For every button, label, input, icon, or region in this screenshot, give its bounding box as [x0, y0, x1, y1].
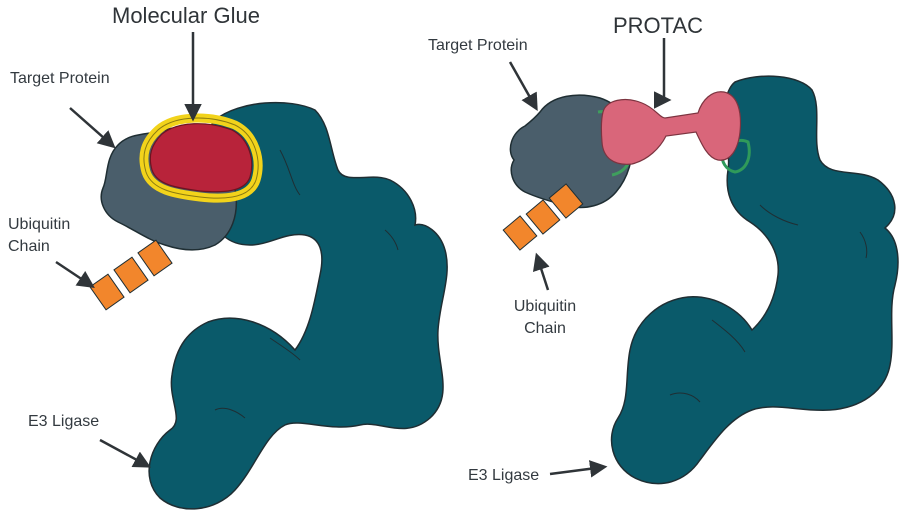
- left-target-protein-label: Target Protein: [10, 70, 110, 87]
- left-ubiquitin-chain: [89, 239, 173, 311]
- ubiquitin-block-icon: [113, 256, 149, 294]
- right-ubiquitin-label-line2: Chain: [524, 320, 566, 337]
- ubiquitin-block-icon: [502, 215, 538, 251]
- left-e3-ligase-label: E3 Ligase: [28, 413, 100, 430]
- arrow-icon: [55, 260, 95, 288]
- right-ubiquitin-label-line1: Ubiquitin: [513, 298, 577, 315]
- ubiquitin-block-icon: [525, 199, 561, 235]
- right-e3-ligase-label: E3 Ligase: [468, 467, 540, 484]
- protac-title: PROTAC: [613, 13, 704, 38]
- arrow-icon: [508, 61, 538, 112]
- right-ubiquitin-chain: [502, 183, 584, 251]
- arrow-icon: [549, 460, 608, 478]
- arrow-icon: [532, 252, 550, 291]
- molecular-glue: [139, 113, 263, 203]
- molecular-glue-title: Molecular Glue: [112, 3, 260, 28]
- left-ubiquitin-label-line2: Chain: [8, 238, 50, 255]
- right-e3-ligase: [610, 75, 899, 485]
- left-ubiquitin-label-line1: Ubiquitin: [8, 216, 71, 233]
- ubiquitin-block-icon: [548, 183, 584, 219]
- arrow-icon: [69, 107, 116, 149]
- arrow-icon: [99, 438, 152, 468]
- right-target-protein-label: Target Protein: [428, 37, 528, 54]
- ubiquitin-block-icon: [89, 273, 125, 311]
- protac-molecule: [600, 91, 742, 165]
- ubiquitin-block-icon: [137, 239, 173, 277]
- arrow-icon: [654, 38, 672, 109]
